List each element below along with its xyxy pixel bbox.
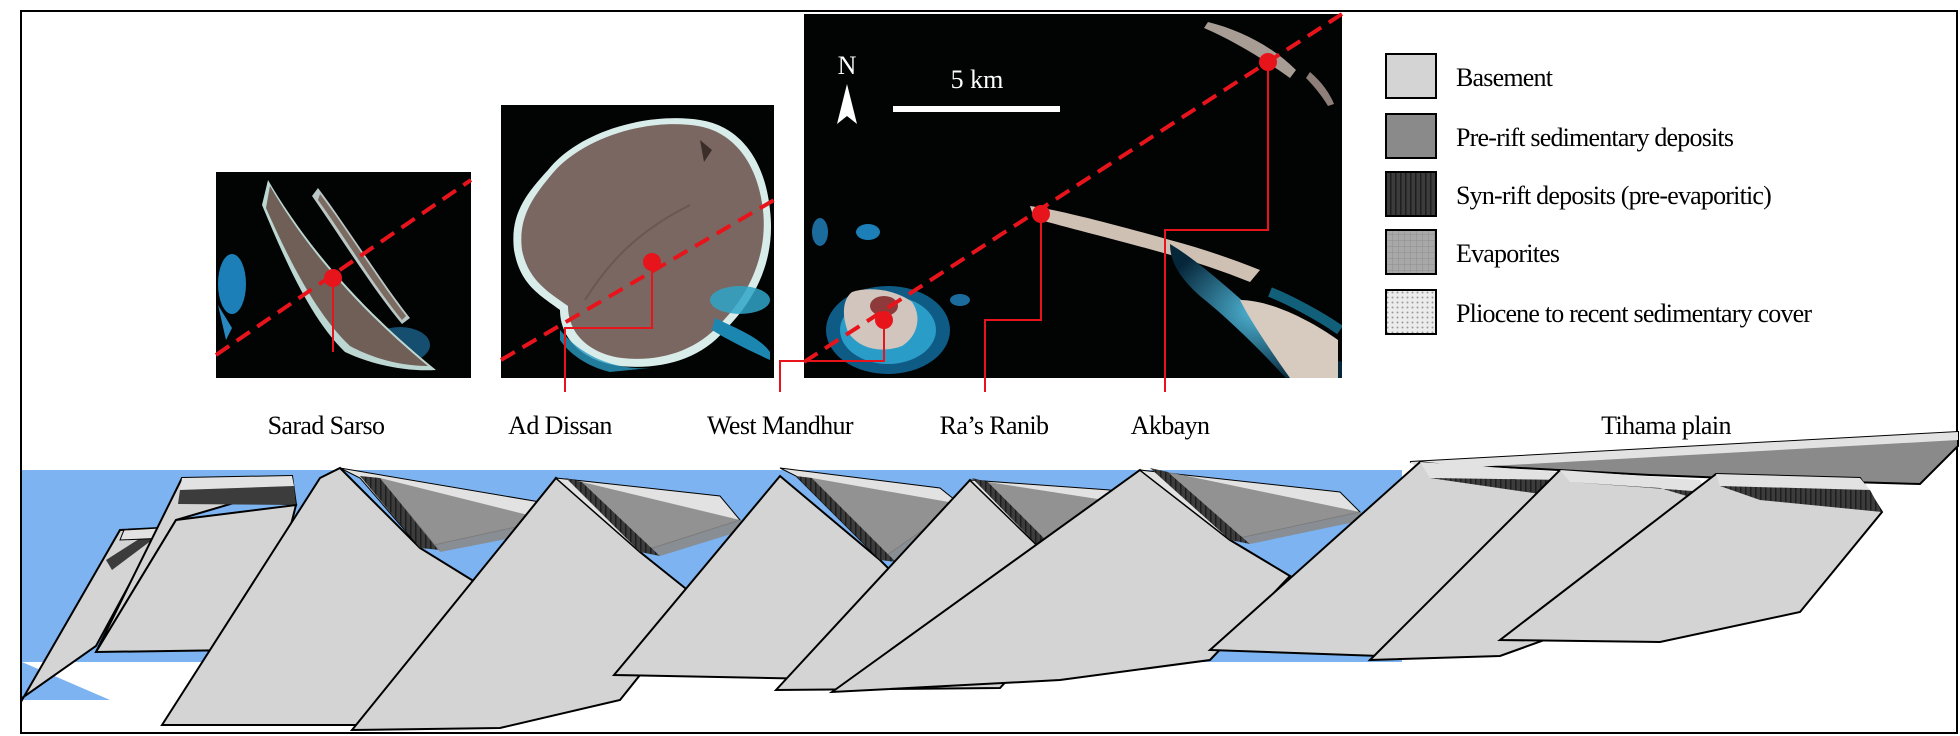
label-akbayn: Akbayn — [1131, 411, 1210, 440]
marker-ras-ranib — [1032, 205, 1050, 223]
scale-bar — [893, 106, 1060, 112]
leader-lines — [332, 62, 1269, 392]
legend-label-pre-rift: Pre-rift sedimentary deposits — [1456, 123, 1734, 152]
legend-item-evaporites: Evaporites — [1385, 229, 1561, 275]
label-sarad-sarso: Sarad Sarso — [268, 411, 385, 440]
legend: Basement Pre-rift sedimentary deposits S… — [1385, 53, 1813, 335]
label-tihama-plain: Tihama plain — [1601, 411, 1731, 440]
legend-item-basement: Basement — [1385, 53, 1555, 99]
cross-section — [21, 430, 1959, 732]
north-arrow-icon — [837, 84, 857, 124]
fault-block-4 — [349, 476, 744, 732]
marker-west-mandhur — [875, 311, 893, 329]
marker-sarad-sarso — [324, 269, 342, 287]
north-label: N — [838, 51, 857, 80]
label-ad-dissan: Ad Dissan — [508, 411, 612, 440]
location-markers — [324, 53, 1277, 329]
figure-frame — [20, 10, 1958, 734]
satellite-inset-main: N 5 km — [804, 14, 1342, 378]
fault-block-10 — [1497, 472, 1884, 644]
legend-label-pliocene: Pliocene to recent sedimentary cover — [1456, 299, 1812, 328]
marker-ad-dissan — [643, 253, 661, 271]
legend-swatch-basement — [1385, 53, 1437, 99]
marker-akbayn — [1259, 53, 1277, 71]
satellite-inset-ad-dissan — [501, 105, 774, 378]
legend-label-evaporites: Evaporites — [1456, 239, 1560, 268]
section-trace — [214, 12, 1344, 364]
legend-item-syn-rift: Syn-rift deposits (pre-evaporitic) — [1385, 171, 1772, 217]
label-west-mandhur: West Mandhur — [707, 411, 854, 440]
legend-swatch-pliocene — [1385, 289, 1437, 335]
legend-item-pliocene: Pliocene to recent sedimentary cover — [1385, 289, 1813, 335]
scale-label: 5 km — [951, 65, 1004, 94]
fault-block-7 — [828, 468, 1364, 694]
legend-label-syn-rift: Syn-rift deposits (pre-evaporitic) — [1456, 181, 1771, 210]
satellite-inset-sarad-sarso — [216, 172, 471, 378]
legend-item-pre-rift: Pre-rift sedimentary deposits — [1385, 113, 1735, 159]
fault-block-1 — [21, 526, 167, 704]
legend-label-basement: Basement — [1456, 63, 1554, 92]
legend-swatch-syn-rift — [1385, 171, 1437, 217]
label-ras-ranib: Ra’s Ranib — [940, 411, 1049, 440]
legend-swatch-evaporites — [1385, 229, 1437, 275]
legend-swatch-pre-rift — [1385, 113, 1437, 159]
